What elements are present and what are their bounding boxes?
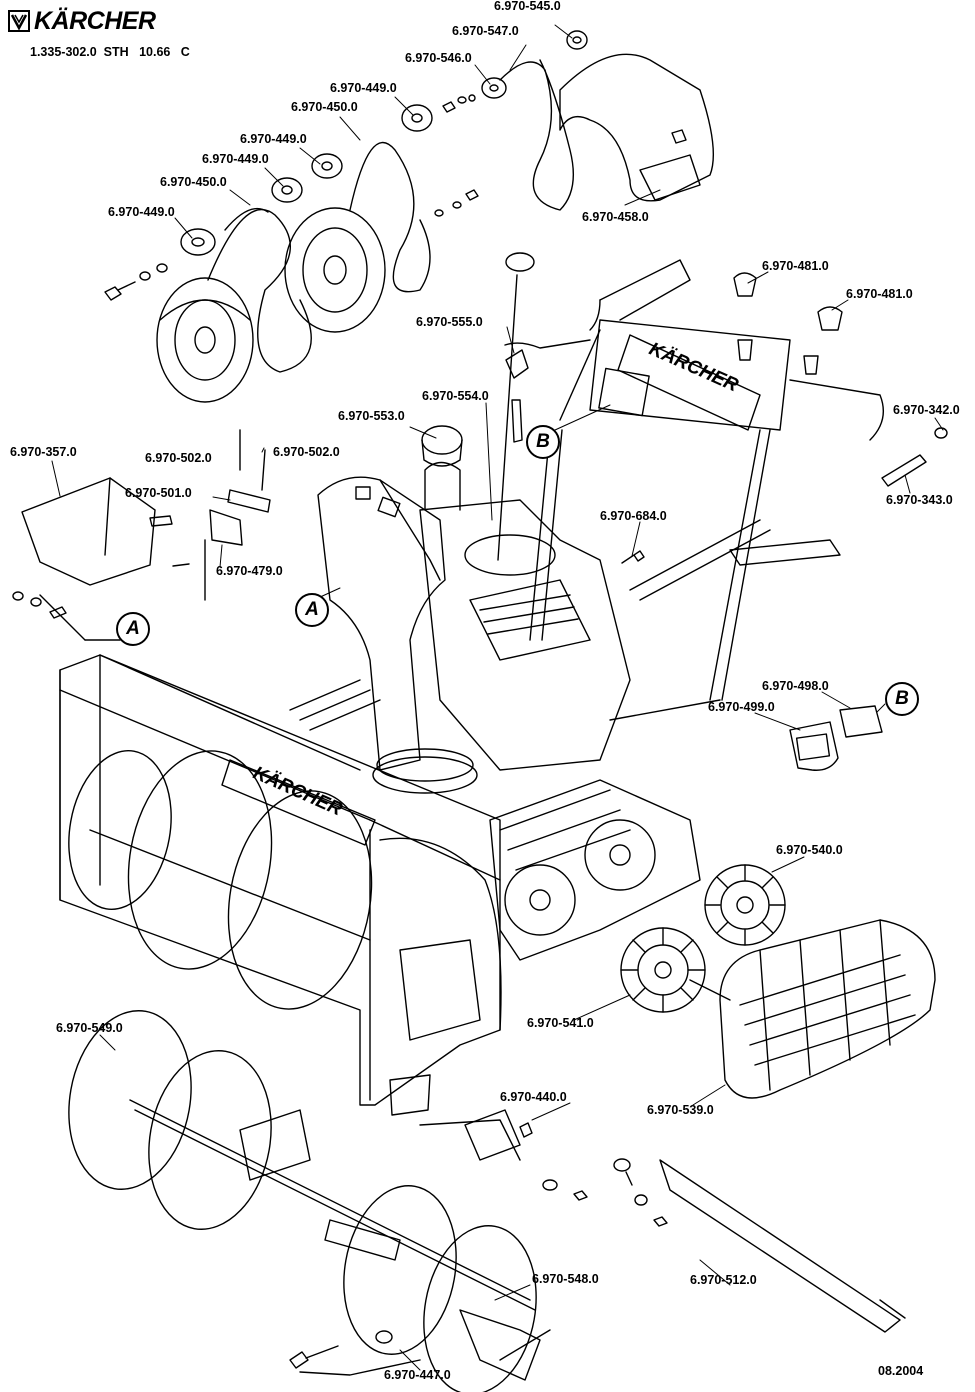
callout-b-lower: B xyxy=(885,682,919,716)
belt-cover xyxy=(559,53,714,202)
part-label: 6.970-502.0 xyxy=(145,451,212,465)
track-assembly xyxy=(489,779,936,1099)
part-label: 6.970-449.0 xyxy=(330,81,397,95)
part-label: 6.970-512.0 xyxy=(690,1273,757,1287)
part-label: 6.970-440.0 xyxy=(500,1090,567,1104)
part-label: 6.970-554.0 xyxy=(422,389,489,403)
part-label: 6.970-458.0 xyxy=(582,210,649,224)
part-label: 6.970-548.0 xyxy=(532,1272,599,1286)
part-label: 6.970-479.0 xyxy=(216,564,283,578)
part-label: 6.970-449.0 xyxy=(240,132,307,146)
part-label: 6.970-547.0 xyxy=(452,24,519,38)
part-label: 6.970-540.0 xyxy=(776,843,843,857)
part-label: 6.970-357.0 xyxy=(10,445,77,459)
handle-assembly xyxy=(529,259,948,721)
part-label: 6.970-481.0 xyxy=(846,287,913,301)
brand-name: KÄRCHER xyxy=(34,6,156,35)
part-label: 6.970-502.0 xyxy=(273,445,340,459)
part-label: 6.970-549.0 xyxy=(56,1021,123,1035)
light-parts xyxy=(789,705,883,771)
part-label: 6.970-553.0 xyxy=(338,409,405,423)
discharge-chute xyxy=(12,429,478,794)
leader-lines xyxy=(51,24,944,1371)
part-label: 6.970-499.0 xyxy=(708,700,775,714)
auger-housing xyxy=(59,654,502,1106)
callout-b-upper: B xyxy=(526,425,560,459)
part-label: 6.970-541.0 xyxy=(527,1016,594,1030)
part-label: 6.970-447.0 xyxy=(384,1368,451,1382)
part-label: 6.970-546.0 xyxy=(405,51,472,65)
brand-logo: KÄRCHER xyxy=(8,6,156,35)
part-label: 6.970-481.0 xyxy=(762,259,829,273)
skid-bracket xyxy=(389,1074,906,1333)
part-label: 6.970-449.0 xyxy=(202,152,269,166)
part-label: 6.970-343.0 xyxy=(886,493,953,507)
part-label: 6.970-450.0 xyxy=(291,100,358,114)
part-label: 6.970-498.0 xyxy=(762,679,829,693)
brand-emblem-icon xyxy=(8,10,30,32)
part-label: 6.970-449.0 xyxy=(108,205,175,219)
part-label: 6.970-501.0 xyxy=(125,486,192,500)
pulley-assembly xyxy=(104,30,588,403)
engine xyxy=(419,252,645,771)
footer-date: 08.2004 xyxy=(878,1364,924,1378)
part-label: 6.970-684.0 xyxy=(600,509,667,523)
part-label: 6.970-450.0 xyxy=(160,175,227,189)
auger-assembly xyxy=(68,1010,551,1392)
document-code: 1.335-302.0 STH 10.66 C xyxy=(30,45,190,59)
callout-a-lower: A xyxy=(116,612,150,646)
callout-a-upper: A xyxy=(295,593,329,627)
part-label: 6.970-555.0 xyxy=(416,315,483,329)
part-label: 6.970-539.0 xyxy=(647,1103,714,1117)
part-label: 6.970-545.0 xyxy=(494,0,561,13)
part-label: 6.970-342.0 xyxy=(893,403,960,417)
